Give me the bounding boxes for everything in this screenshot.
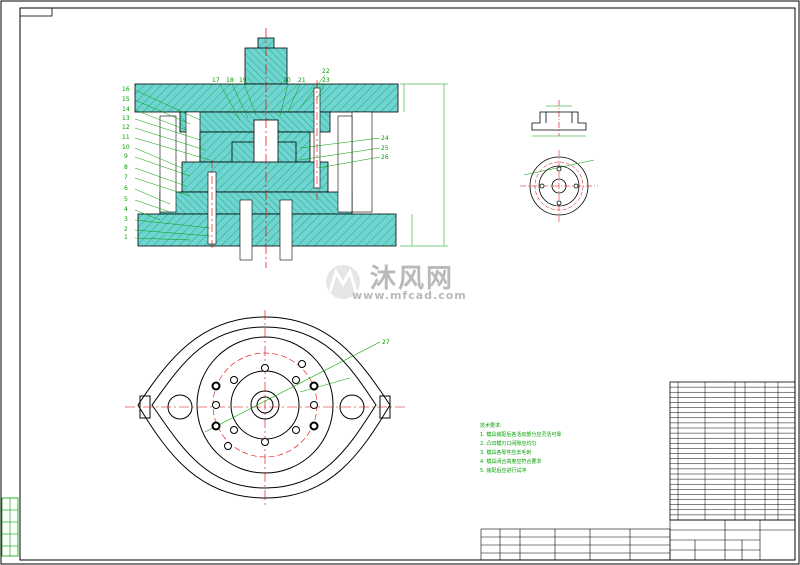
part-label: 24 bbox=[381, 135, 389, 142]
part-label: 10 bbox=[122, 144, 130, 151]
part-label: 5 bbox=[124, 196, 128, 203]
part-label: 2 bbox=[124, 226, 128, 233]
part-label: 8 bbox=[124, 164, 128, 171]
note-line: 1. 模具装配后各活动部分应灵活可靠 bbox=[480, 432, 562, 438]
part-label: 27 bbox=[382, 339, 390, 346]
part-detail-plan bbox=[520, 150, 598, 222]
part-label: 13 bbox=[122, 115, 130, 122]
part-label: 11 bbox=[122, 134, 130, 141]
title-block bbox=[480, 519, 796, 561]
binding-strip bbox=[1, 497, 19, 557]
bill-of-materials bbox=[669, 381, 796, 521]
notes-heading: 技术要求: bbox=[480, 423, 502, 429]
part-label: 3 bbox=[124, 216, 128, 223]
watermark-url: www.mfcad.com bbox=[352, 289, 467, 302]
part-label: 16 bbox=[122, 86, 130, 93]
part-label: 1 bbox=[124, 234, 128, 241]
technical-notes: 技术要求: 1. 模具装配后各活动部分应灵活可靠 2. 凸凹模刃口间隙应均匀 3… bbox=[480, 422, 561, 476]
note-line: 4. 模具闭合高度应符合要求 bbox=[480, 459, 542, 465]
part-label: 6 bbox=[124, 185, 128, 192]
note-line: 3. 模具各零件应去毛刺 bbox=[480, 450, 532, 456]
part-label: 25 bbox=[381, 145, 389, 152]
part-label: 4 bbox=[124, 206, 128, 213]
section-view bbox=[134, 28, 448, 268]
part-label: 18 bbox=[226, 77, 234, 84]
watermark-brand: 沐风网 bbox=[370, 264, 455, 294]
part-label: 7 bbox=[124, 174, 128, 181]
part-label: 9 bbox=[124, 153, 128, 160]
note-line: 5. 装配后应进行试冲 bbox=[480, 468, 527, 474]
part-label: 21 bbox=[298, 77, 306, 84]
part-label: 17 bbox=[212, 77, 220, 84]
part-labels: 16 15 14 13 12 11 10 9 8 7 6 5 4 3 2 1 1… bbox=[122, 68, 390, 346]
part-label: 23 bbox=[322, 77, 330, 84]
inner-frame bbox=[19, 7, 796, 561]
part-label: 15 bbox=[122, 96, 130, 103]
part-label: 20 bbox=[283, 77, 291, 84]
part-label: 26 bbox=[381, 154, 389, 161]
part-label: 12 bbox=[122, 124, 130, 131]
part-label: 22 bbox=[322, 68, 330, 75]
watermark-logo bbox=[326, 265, 360, 299]
drawing-number-box bbox=[19, 7, 53, 17]
note-line: 2. 凸凹模刃口间隙应均匀 bbox=[480, 441, 537, 447]
part-label: 19 bbox=[239, 77, 247, 84]
part-label: 14 bbox=[122, 106, 130, 113]
part-detail-side bbox=[531, 100, 587, 137]
plan-view bbox=[125, 310, 405, 505]
